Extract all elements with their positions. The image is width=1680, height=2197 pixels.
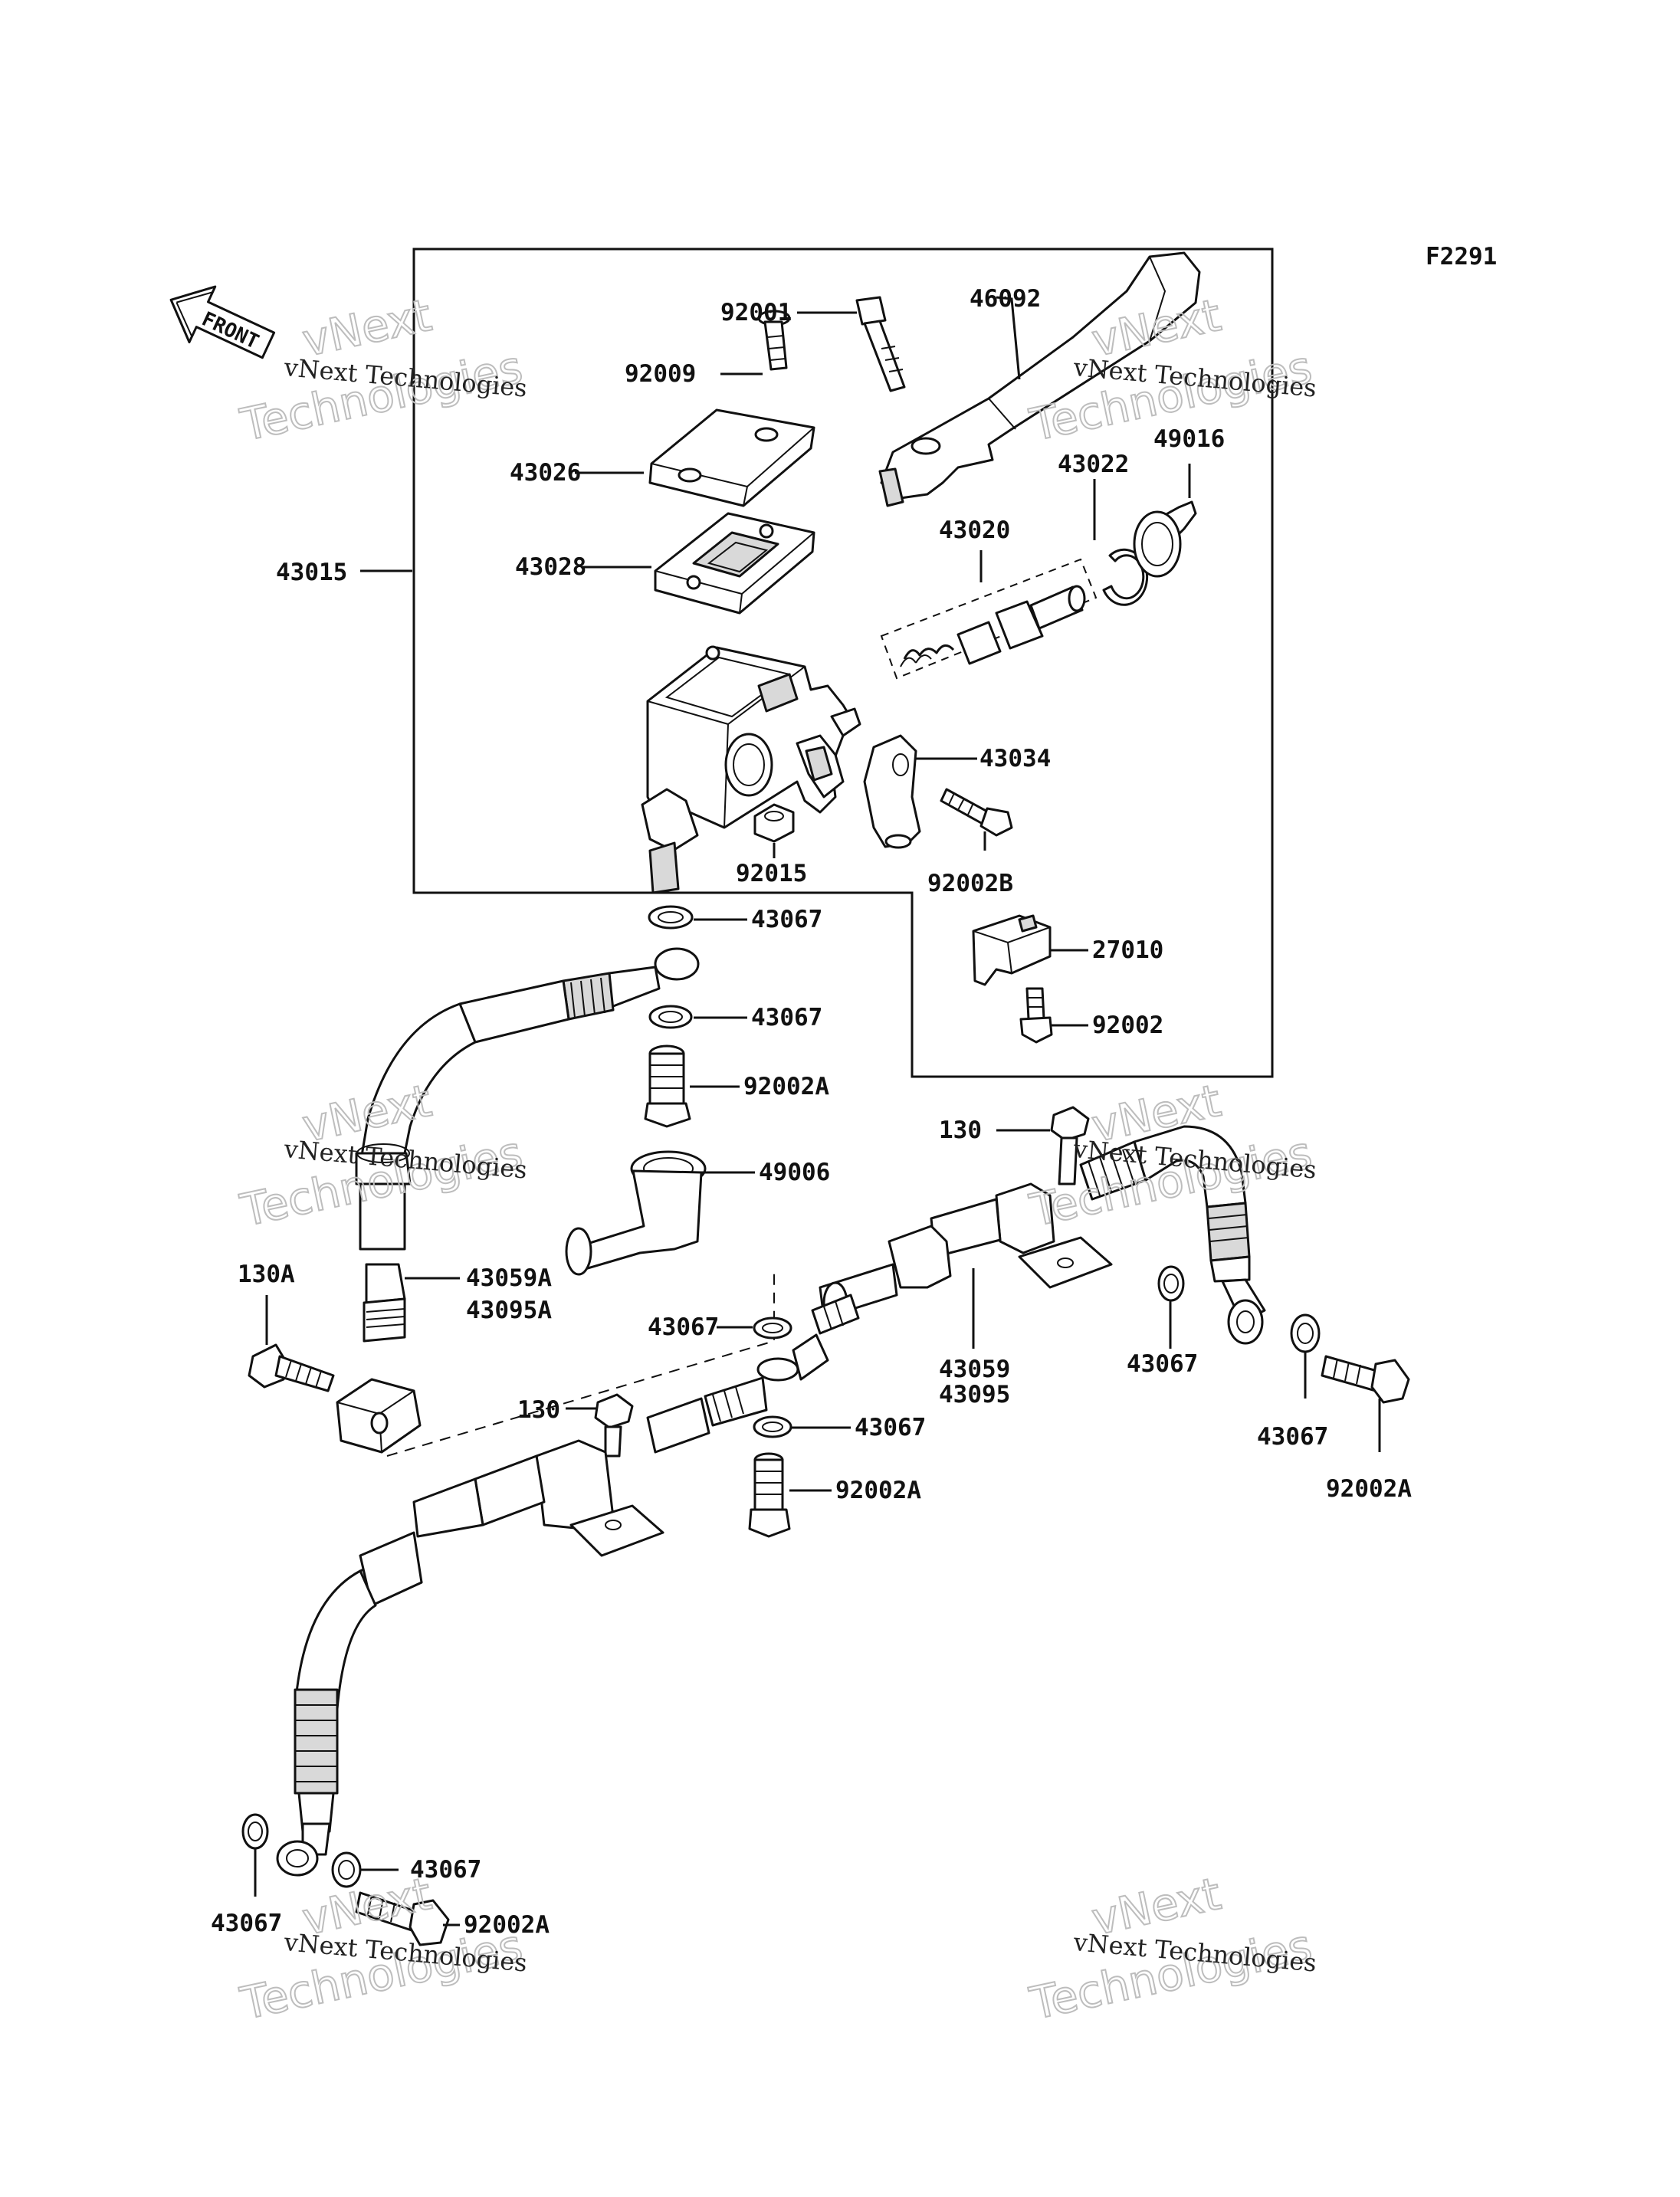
switch-27010-icon (972, 914, 1052, 986)
piston-kit-43020-icon (880, 558, 1098, 680)
front-arrow-icon: FRONT (169, 285, 276, 359)
label-92001: 92001 (720, 299, 792, 326)
label-92002A-b: 92002A (1326, 1475, 1412, 1503)
label-43067-d: 43067 (1127, 1350, 1198, 1378)
label-92002B: 92002B (927, 870, 1013, 897)
label-43020: 43020 (939, 516, 1010, 544)
label-130-b: 130 (517, 1396, 560, 1424)
cap-43026-icon (648, 408, 815, 507)
label-43095A: 43095A (466, 1297, 552, 1324)
label-92009: 92009 (625, 360, 696, 388)
brake-pipe-43059-icon (276, 1106, 1113, 1877)
label-43067-c: 43067 (648, 1313, 719, 1341)
bolt-92002b-icon (940, 788, 1013, 837)
label-43067-b: 43067 (751, 1004, 822, 1031)
label-43026: 43026 (510, 459, 581, 487)
banjo-bolt-92002a-mid-icon (748, 1452, 791, 1538)
watermark-bottom-right: vNext Technologies vNext Technologies (1025, 1867, 1317, 2031)
label-43067-a: 43067 (751, 906, 822, 933)
washer-43067-icon (648, 905, 694, 930)
bolt-92002-icon (1019, 987, 1053, 1044)
label-92002A-c: 92002A (835, 1477, 921, 1504)
label-43059: 43059 (939, 1356, 1010, 1383)
figure-code: F2291 (1426, 243, 1497, 271)
brake-hose-right-icon (1079, 1125, 1266, 1345)
bolt-92001-icon (855, 296, 906, 392)
diaphragm-43028-icon (654, 512, 815, 615)
screw-92009-icon (757, 310, 791, 371)
label-49006: 49006 (759, 1159, 830, 1186)
label-92015: 92015 (736, 860, 807, 887)
nut-92015-icon (753, 803, 795, 843)
label-43067-f: 43067 (855, 1414, 926, 1441)
clamp-43034-icon (863, 734, 921, 849)
label-46092: 46092 (970, 285, 1041, 313)
assembly-box-43015 (412, 248, 1274, 1078)
label-43022: 43022 (1058, 451, 1129, 478)
label-43034: 43034 (979, 745, 1051, 772)
label-130-a: 130 (939, 1117, 982, 1144)
label-43015: 43015 (276, 559, 347, 586)
label-43059A: 43059A (466, 1264, 552, 1292)
bolt-130a-icon (248, 1343, 335, 1392)
master-cylinder-body-icon (641, 645, 861, 894)
label-43067-g: 43067 (410, 1856, 481, 1884)
banjo-bolt-92002a-icon (644, 1044, 691, 1128)
brake-hose-43059a-icon (336, 947, 700, 1454)
label-92002A-d: 92002A (464, 1911, 550, 1939)
label-43067-e: 43067 (1257, 1423, 1328, 1451)
label-43028: 43028 (515, 553, 586, 581)
label-92002: 92002 (1092, 1012, 1163, 1039)
banjo-bolt-92002a-bottom-icon (355, 1891, 450, 1946)
label-43095: 43095 (939, 1381, 1010, 1408)
lever-46092-icon (878, 251, 1201, 507)
label-43067-h: 43067 (211, 1910, 282, 1937)
label-92002A-a: 92002A (743, 1073, 829, 1100)
banjo-bolt-92002a-right-icon (1321, 1355, 1410, 1404)
label-27010: 27010 (1092, 936, 1163, 964)
boot-49016-icon (1133, 500, 1197, 578)
label-130A: 130A (238, 1261, 295, 1288)
watermark-bottom-left: vNext Technologies vNext Technologies (235, 1867, 528, 2031)
watermark-top-left: vNext Technologies vNext Technologies (235, 288, 528, 452)
grommet-49006-icon (565, 1150, 707, 1276)
label-49016: 49016 (1153, 425, 1225, 453)
